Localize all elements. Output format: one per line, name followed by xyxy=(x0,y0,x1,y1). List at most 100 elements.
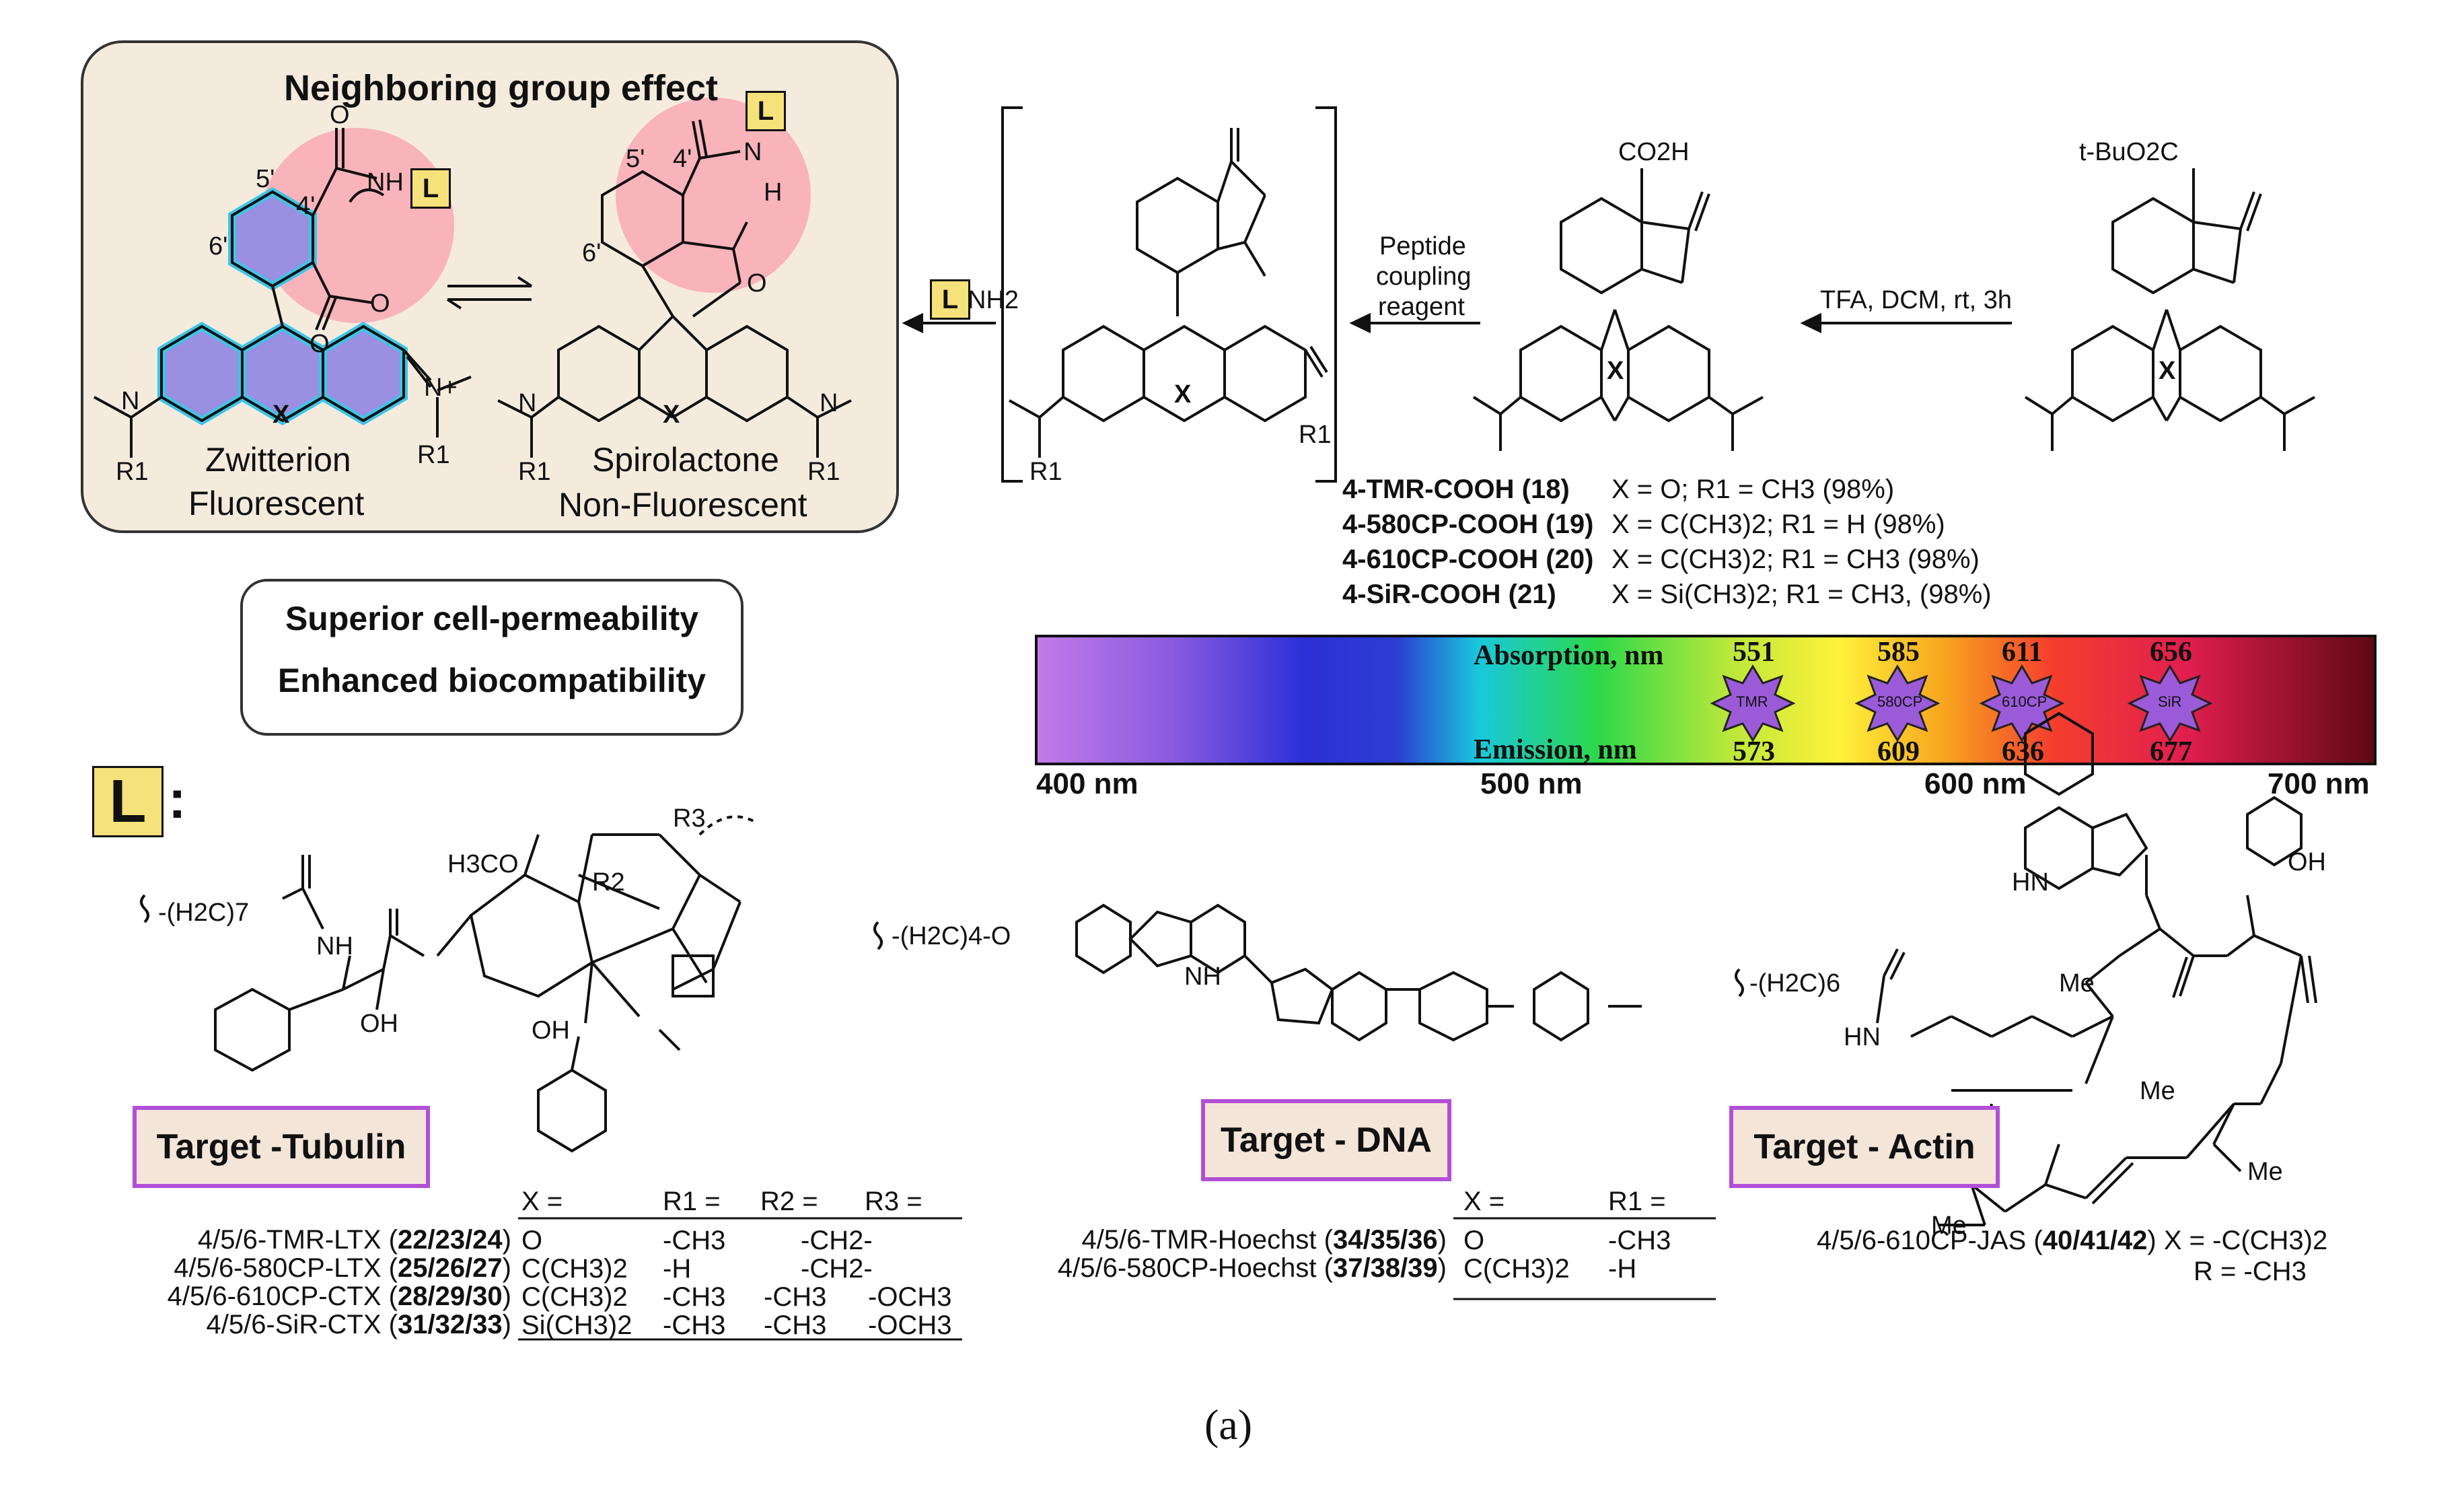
row-nums: 34/35/36 xyxy=(1332,1225,1438,1255)
pos-6-label: 6' xyxy=(209,232,228,260)
r3-label: R3 xyxy=(673,804,706,833)
l-badge-nh2: L xyxy=(930,279,970,320)
me-label-4: Me xyxy=(1931,1212,1967,1240)
dye-tmr: TMR xyxy=(1736,693,1768,710)
compound-name: 4-SiR-COOH (21) xyxy=(1342,580,1556,609)
actin-r: R = -CH3 xyxy=(2194,1257,2307,1286)
dna-header-x: X = xyxy=(1463,1187,1505,1216)
nh-tubulin-label: NH xyxy=(316,932,353,960)
l-colon: : xyxy=(168,769,186,829)
zwitterion-label: Zwitterion xyxy=(205,441,351,479)
r1-label-left: R1 xyxy=(116,458,149,486)
oh-label-2: OH xyxy=(532,1016,570,1045)
row-name: 4/5/6-SiR-CTX xyxy=(206,1310,382,1339)
abs-580cp: 585 xyxy=(1877,637,1920,668)
row-name: 4/5/6-580CP-Hoechst xyxy=(1057,1253,1317,1283)
carboxylate-o-label: O xyxy=(370,289,390,318)
tub-r1-1: -H xyxy=(663,1254,692,1284)
l-badge-left: L xyxy=(410,168,451,209)
l-badge-big: L xyxy=(92,766,164,837)
carbonyl-o-label: O xyxy=(310,330,330,358)
abs-610cp: 611 xyxy=(2002,637,2043,668)
abs-tmr: 551 xyxy=(1733,637,1775,668)
dye-sir: SiR xyxy=(2158,693,2182,710)
tub-r1-2: -CH3 xyxy=(663,1282,726,1312)
compound-row: 4-TMR-COOH (18) X = O; R1 = CH3 (98%) xyxy=(1342,475,1992,510)
tub-x-3: Si(CH3)2 xyxy=(521,1310,632,1340)
hn-actin-label: HN xyxy=(1844,1023,1881,1051)
x-label-acid: X xyxy=(1607,357,1624,385)
n-label-left: N xyxy=(121,387,140,415)
compound-desc: X = O; R1 = CH3 (98%) xyxy=(1611,475,1895,504)
tub-r1-0: -CH3 xyxy=(663,1226,726,1255)
nplus-label: N+ xyxy=(424,374,458,402)
table-row: 4/5/6-580CP-LTX (25/26/27) xyxy=(174,1253,511,1283)
oh-actin-label: OH xyxy=(2288,848,2326,876)
spiro-pos-4-label: 4' xyxy=(673,145,692,173)
x-label-spiro: X xyxy=(663,400,680,429)
benefit-biocompatibility: Enhanced biocompatibility xyxy=(277,662,706,699)
tub-r2r3-1: -CH2- xyxy=(801,1254,873,1284)
actin-nums: 40/41/42 xyxy=(2042,1226,2148,1255)
spiro-o-label: O xyxy=(747,269,767,298)
em-tmr: 573 xyxy=(1733,736,1775,767)
tub-r3-3: -OCH3 xyxy=(868,1310,952,1340)
fluorescent-label: Fluorescent xyxy=(188,485,365,522)
tub-r1-3: -CH3 xyxy=(663,1310,726,1340)
row-name: 4/5/6-TMR-LTX xyxy=(197,1225,382,1255)
row-name: 4/5/6-610CP-CTX xyxy=(167,1282,382,1311)
amide-o-label: O xyxy=(330,101,350,129)
me-label-1: Me xyxy=(2059,969,2095,998)
row-nums: 37/38/39 xyxy=(1332,1253,1438,1283)
r1-label-bracket: R1 xyxy=(1029,458,1062,486)
dye-580cp: 580CP xyxy=(1877,693,1923,710)
target-dna-label: Target - DNA xyxy=(1221,1121,1432,1160)
tub-x-2: C(CH3)2 xyxy=(521,1282,628,1312)
target-dna-box: Target - DNA xyxy=(1201,1099,1451,1181)
spiro-n-label: N xyxy=(744,138,762,166)
em-580cp: 609 xyxy=(1877,736,1920,767)
compound-list: 4-TMR-COOH (18) X = O; R1 = CH3 (98%) 4-… xyxy=(1342,475,1992,615)
axis-400: 400 nm xyxy=(1036,767,1138,800)
spiro-h-label: H xyxy=(764,178,783,207)
tub-header-r3: R3 = xyxy=(865,1187,922,1216)
spiro-pos-5-label: 5' xyxy=(626,145,645,173)
compound-desc: X = Si(CH3)2; R1 = CH3, (98%) xyxy=(1611,580,1992,609)
dna-chain: -(H2C)4-O xyxy=(892,922,1011,950)
x-label-bracket: X xyxy=(1174,380,1192,409)
r1-label-spiro-l: R1 xyxy=(518,458,551,486)
row-nums: 31/32/33 xyxy=(397,1310,503,1339)
pos-4-label: 4' xyxy=(296,192,316,220)
tub-header-r2: R2 = xyxy=(760,1187,818,1216)
em-610cp: 636 xyxy=(2002,736,2044,767)
target-actin-box: Target - Actin xyxy=(1729,1106,2000,1188)
compound-desc: X = C(CH3)2; R1 = CH3 (98%) xyxy=(1611,545,1980,574)
tub-r2-3: -CH3 xyxy=(764,1310,827,1340)
dna-x-1: C(CH3)2 xyxy=(1463,1254,1570,1284)
tfa-condition: TFA, DCM, rt, 3h xyxy=(1820,286,2013,314)
dna-header-r1: R1 = xyxy=(1608,1187,1666,1216)
tubulin-chain: -(H2C)7 xyxy=(158,899,250,927)
target-tubulin-box: Target -Tubulin xyxy=(133,1106,430,1188)
h3co-label: H3CO xyxy=(447,850,519,878)
em-sir: 677 xyxy=(2150,736,2192,767)
compound-desc: X = C(CH3)2; R1 = H (98%) xyxy=(1611,510,1945,539)
abs-sir: 656 xyxy=(2150,637,2192,668)
dna-r1-0: -CH3 xyxy=(1608,1226,1671,1255)
actin-compound: 4/5/6-610CP-JAS (40/41/42) X = -C(CH3)2 xyxy=(1817,1226,2328,1255)
nh-dna-label: NH xyxy=(1184,963,1221,991)
table-row: 4/5/6-610CP-CTX (28/29/30) xyxy=(167,1282,511,1311)
actin-x: X = -C(CH3)2 xyxy=(2163,1226,2328,1255)
table-row: 4/5/6-TMR-LTX (22/23/24) xyxy=(197,1225,511,1255)
dna-names: 4/5/6-TMR-Hoechst (34/35/36) 4/5/6-580CP… xyxy=(982,1225,1447,1283)
tub-header-r1: R1 = xyxy=(663,1187,721,1216)
dye-stars xyxy=(1710,664,2213,742)
row-name: 4/5/6-TMR-Hoechst xyxy=(1081,1225,1317,1255)
dna-x-0: O xyxy=(1463,1226,1485,1255)
row-nums: 25/26/27 xyxy=(397,1253,503,1283)
tbu-label: t-BuO2C xyxy=(2079,138,2179,166)
absorption-label: Absorption, nm xyxy=(1474,640,1664,671)
panel-title: Neighboring group effect xyxy=(284,68,718,108)
l-badge-right: L xyxy=(746,91,786,131)
tub-header-x: X = xyxy=(521,1187,563,1216)
